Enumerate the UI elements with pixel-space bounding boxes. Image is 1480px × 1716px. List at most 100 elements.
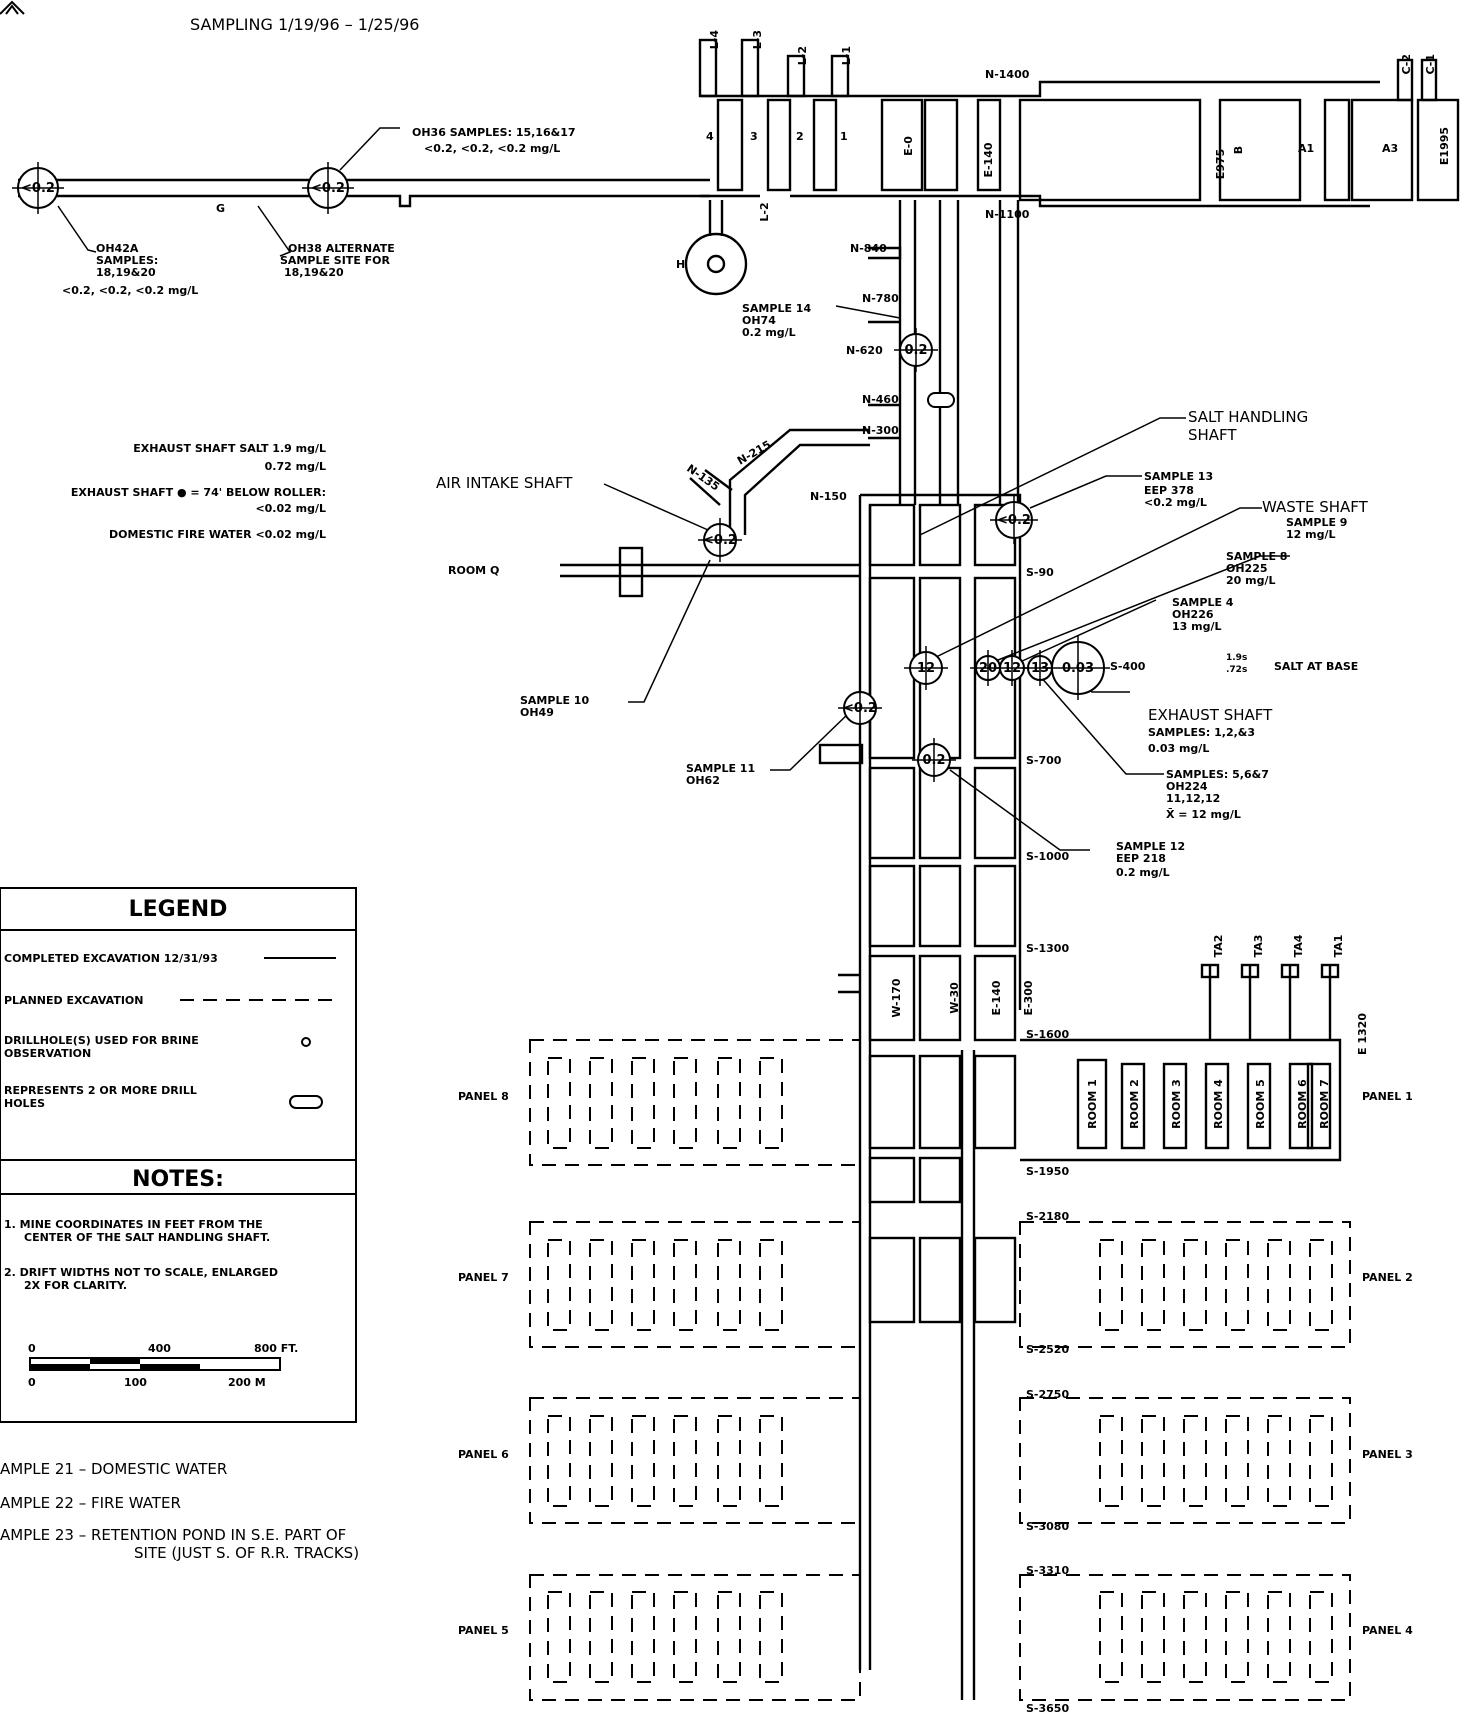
exhaust-info: EXHAUST SHAFT ● = 74' BELOW ROLLER: xyxy=(71,486,326,499)
n-coord-label: N-620 xyxy=(846,344,883,357)
panel-label-left: PANEL 7 xyxy=(458,1271,509,1284)
drillhole-icon xyxy=(301,1037,311,1047)
legend-item-multi-2: HOLES xyxy=(4,1097,45,1110)
planned-room xyxy=(1267,1415,1291,1507)
oh36-label: OH36 SAMPLES: 15,16&17 xyxy=(412,126,576,139)
planned-room xyxy=(1309,1415,1333,1507)
drift-label-l: L-4 xyxy=(708,30,721,50)
oh42a-value: <0.2 xyxy=(21,181,55,196)
footnote: AMPLE 21 – DOMESTIC WATER xyxy=(0,1460,227,1478)
drift-label-l: L-3 xyxy=(751,30,764,49)
s-coord-label: S-90 xyxy=(1026,566,1054,579)
legend-item-completed: COMPLETED EXCAVATION 12/31/93 xyxy=(4,952,218,965)
sample11-crosshair xyxy=(838,686,882,730)
s-coord-label: S-3650 xyxy=(1026,1702,1069,1715)
s-coord-label: S-2180 xyxy=(1026,1210,1069,1223)
planned-room xyxy=(547,1591,571,1683)
drift-col-label: E-300 xyxy=(1022,980,1035,1015)
g-label: G xyxy=(216,202,225,215)
sample12-value: 0.2 xyxy=(922,753,945,768)
planned-room xyxy=(1267,1239,1291,1331)
leader-line xyxy=(919,417,1186,536)
e-coord-label: B xyxy=(1232,146,1245,154)
salt-base-bot: .72s xyxy=(1226,665,1247,675)
sample4-label: SAMPLE 4 xyxy=(1172,596,1234,609)
sample4-label: OH226 xyxy=(1172,608,1214,621)
legend-item-multi: REPRESENTS 2 OR MORE DRILL xyxy=(4,1084,197,1097)
planned-room xyxy=(1183,1591,1207,1683)
sample12-label: SAMPLE 12 xyxy=(1116,840,1185,853)
planned-room xyxy=(1141,1239,1165,1331)
planned-room xyxy=(1225,1239,1249,1331)
oh38-value: <0.2 xyxy=(311,181,345,196)
air-intake-crosshair xyxy=(698,518,742,562)
e-coord-label: E-0 xyxy=(902,136,915,156)
exhaust-info: DOMESTIC FIRE WATER <0.02 mg/L xyxy=(109,528,326,541)
planned-room xyxy=(589,1057,613,1149)
sample13-value: <0.2 xyxy=(997,513,1031,528)
panel1-room-label: ROOM 3 xyxy=(1170,1079,1183,1129)
planned-room xyxy=(759,1057,783,1149)
planned-room xyxy=(673,1057,697,1149)
room-number: 2 xyxy=(796,130,804,143)
planned-room xyxy=(1225,1415,1249,1507)
salt-base-top: 1.9s xyxy=(1226,653,1247,663)
drift-col-label: W-170 xyxy=(890,978,903,1018)
oh42a-label: 18,19&20 xyxy=(96,266,156,279)
e1320-label: E 1320 xyxy=(1356,1013,1369,1055)
planned-room xyxy=(1141,1591,1165,1683)
planned-room xyxy=(547,1057,571,1149)
sample14-value: 0.2 xyxy=(904,343,927,358)
planned-room xyxy=(1183,1415,1207,1507)
oh42a-values: <0.2, <0.2, <0.2 mg/L xyxy=(62,284,198,297)
oh42a-crosshair xyxy=(12,162,64,214)
oh38-crosshair xyxy=(302,162,354,214)
n-coord-label: N-300 xyxy=(862,424,899,437)
sample13-label: EEP 378 xyxy=(1144,484,1194,497)
leader-line xyxy=(339,127,400,171)
leader-line xyxy=(603,483,709,531)
salt-base-label: SALT AT BASE xyxy=(1274,660,1358,673)
sample12-label: EEP 218 xyxy=(1116,852,1166,865)
panel1-room-label: ROOM 6 xyxy=(1296,1079,1309,1129)
s-coord-label: S-3310 xyxy=(1026,1564,1069,1577)
air-intake-value: <0.2 xyxy=(703,533,737,548)
sample4-label: 13 mg/L xyxy=(1172,620,1222,633)
planned-room xyxy=(631,1239,655,1331)
ta-label: TA4 xyxy=(1292,934,1305,957)
footnote: AMPLE 23 – RETENTION POND IN S.E. PART O… xyxy=(0,1526,346,1544)
room-number: 3 xyxy=(750,130,758,143)
legend-item-drillhole: DRILLHOLE(S) USED FOR BRINE xyxy=(4,1034,199,1047)
legend-title: LEGEND xyxy=(129,897,228,922)
notes-title: NOTES: xyxy=(132,1167,224,1192)
footnote: AMPLE 22 – FIRE WATER xyxy=(0,1494,181,1512)
exhaust-label: 0.03 mg/L xyxy=(1148,742,1209,755)
scale-800: 800 FT. xyxy=(254,1342,298,1355)
ta-label: TA2 xyxy=(1212,935,1225,958)
planned-panels xyxy=(529,1039,1351,1701)
sample14-label: 0.2 mg/L xyxy=(742,326,796,339)
sample567-label: SAMPLES: 5,6&7 xyxy=(1166,768,1269,781)
sample13-label: SAMPLE 13 xyxy=(1144,470,1213,483)
planned-room xyxy=(759,1239,783,1331)
leader-line xyxy=(835,305,901,319)
panel1-room-label: ROOM 1 xyxy=(1086,1079,1099,1129)
s-coord-label: S-1600 xyxy=(1026,1028,1069,1041)
legend-box: LEGEND COMPLETED EXCAVATION 12/31/93 PLA… xyxy=(0,887,357,1423)
sample13-label: <0.2 mg/L xyxy=(1144,496,1207,509)
planned-room xyxy=(673,1415,697,1507)
room-number: 4 xyxy=(706,130,714,143)
planned-room xyxy=(1225,1591,1249,1683)
note-2: 2. DRIFT WIDTHS NOT TO SCALE, ENLARGED xyxy=(4,1266,278,1279)
scale-400: 400 xyxy=(148,1342,171,1355)
leader-line xyxy=(992,555,1290,663)
n215-label: N-215 xyxy=(735,438,773,468)
planned-room xyxy=(759,1591,783,1683)
sample567-label: X̄ = 12 mg/L xyxy=(1166,808,1241,821)
planned-room xyxy=(547,1239,571,1331)
salt-handling-value: 12 xyxy=(917,661,935,676)
drift-label-c: C-1 xyxy=(1424,54,1437,75)
planned-room xyxy=(673,1239,697,1331)
panel-label-left: PANEL 8 xyxy=(458,1090,509,1103)
panel1-room-label: ROOM 7 xyxy=(1318,1079,1331,1129)
